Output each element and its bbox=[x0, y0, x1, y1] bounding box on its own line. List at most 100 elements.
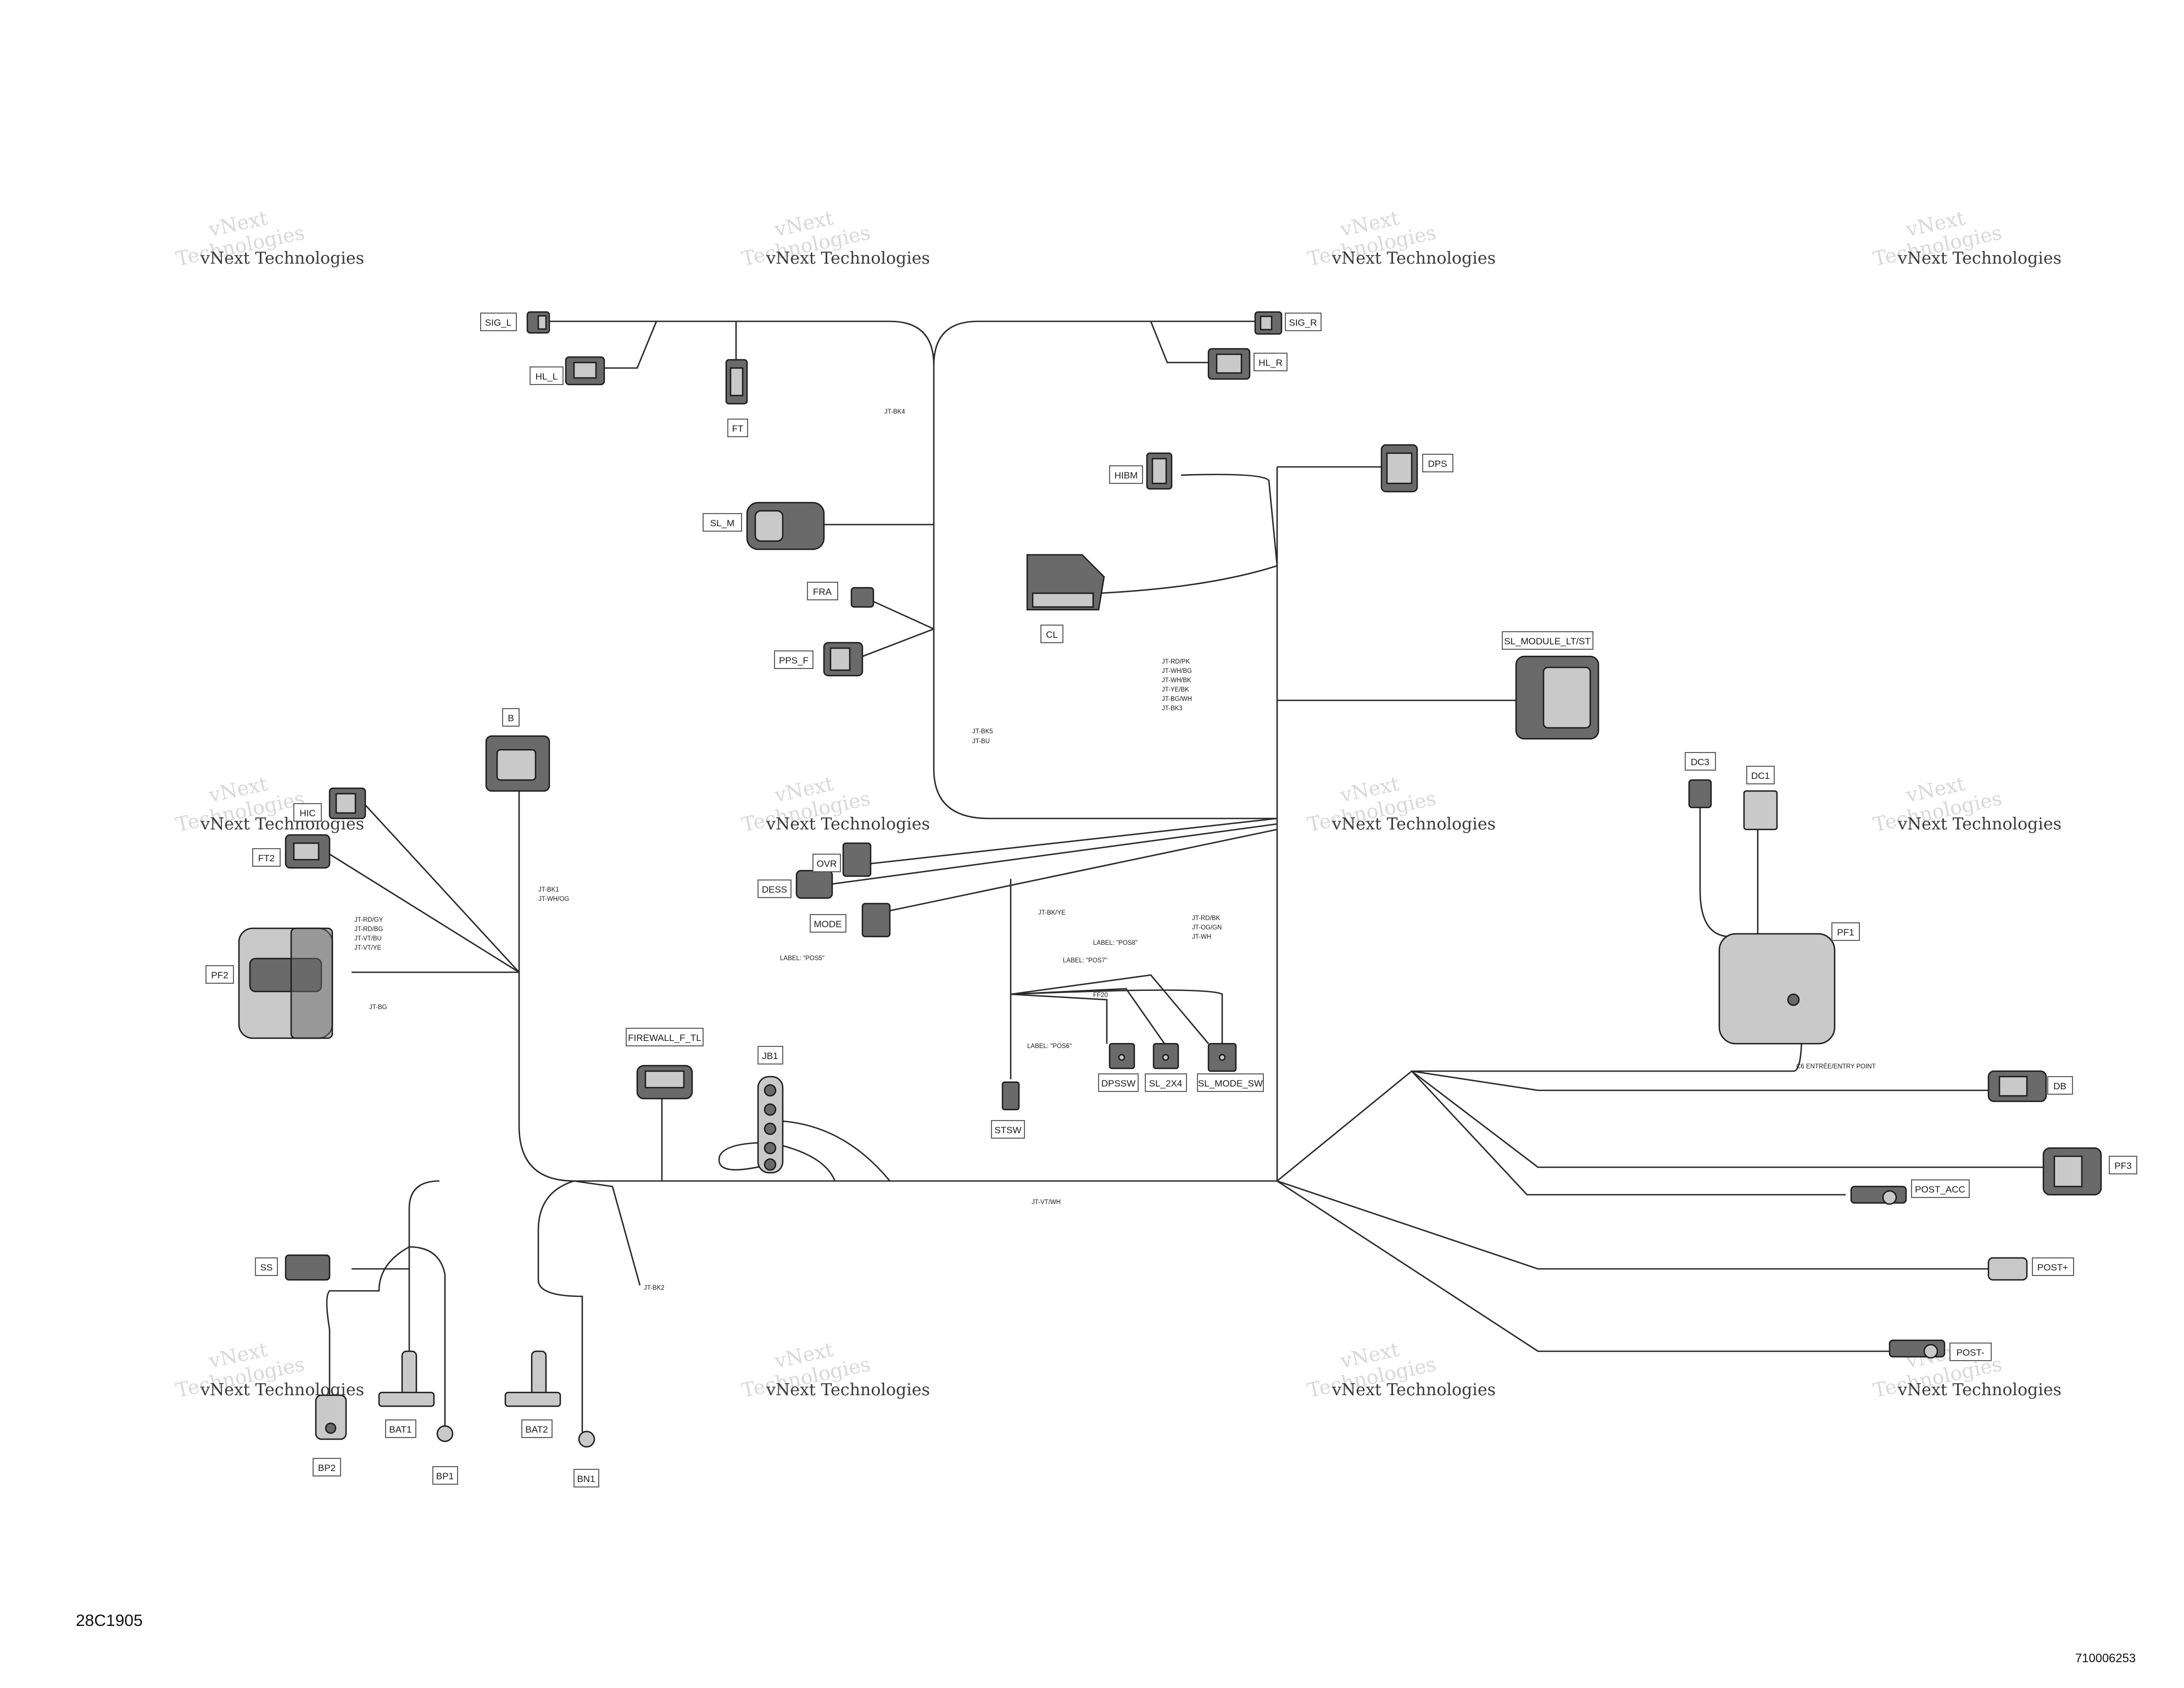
watermark-text: vNext Technologies bbox=[1331, 249, 1496, 268]
bp1-terminal-icon bbox=[436, 1425, 454, 1442]
label-mode: MODE bbox=[810, 914, 846, 933]
watermark-text: vNext Technologies bbox=[766, 249, 930, 268]
label-ovr: OVR bbox=[812, 854, 841, 872]
ovr-connector-icon bbox=[842, 842, 872, 877]
watermark-text: vNext Technologies bbox=[1331, 1380, 1496, 1400]
ss-connector-icon bbox=[285, 1254, 331, 1281]
note-jt-bk2: JT-BK2 bbox=[644, 1285, 665, 1291]
pf1-connector-icon bbox=[1718, 933, 1836, 1045]
label-dpssw: DPSSW bbox=[1098, 1073, 1139, 1092]
svg-text:SL_2X4: SL_2X4 bbox=[1149, 1078, 1183, 1089]
note-label-pos7: LABEL: "POS7" bbox=[1063, 957, 1107, 964]
svg-text:MODE: MODE bbox=[814, 919, 842, 929]
label-hl-r: HL_R bbox=[1253, 353, 1288, 371]
firewall-connector-icon bbox=[636, 1065, 693, 1100]
note-jt-rd-pk: JT-RD/PK bbox=[1162, 659, 1190, 665]
svg-text:DPS: DPS bbox=[1428, 459, 1447, 469]
label-db: DB bbox=[2047, 1076, 2073, 1095]
note-jt-wh-bk: JT-WH/BK bbox=[1162, 677, 1191, 684]
svg-text:SIG_R: SIG_R bbox=[1289, 317, 1317, 328]
svg-text:BP2: BP2 bbox=[318, 1463, 336, 1473]
note-c6-entry-point: C6 ENTRÉE/ENTRY POINT bbox=[1796, 1063, 1876, 1070]
label-sig-r: SIG_R bbox=[1285, 313, 1322, 331]
label-ft2: FT2 bbox=[252, 848, 281, 867]
svg-text:POST-: POST- bbox=[1956, 1347, 1984, 1358]
label-bat2: BAT2 bbox=[521, 1419, 553, 1438]
label-firewall: FIREWALL_F_TL bbox=[626, 1028, 704, 1046]
svg-text:BAT2: BAT2 bbox=[525, 1424, 548, 1435]
note-jt-bk4: JT-BK4 bbox=[884, 409, 905, 415]
svg-text:POST_ACC: POST_ACC bbox=[1915, 1184, 1965, 1195]
label-post-minus: POST- bbox=[1949, 1342, 1992, 1361]
sig-r-connector-icon bbox=[1254, 311, 1283, 335]
label-jb1: JB1 bbox=[757, 1046, 783, 1065]
hic-connector-icon bbox=[328, 787, 366, 820]
svg-text:HIBM: HIBM bbox=[1115, 470, 1138, 481]
ft-connector-icon bbox=[725, 359, 748, 405]
svg-text:HL_L: HL_L bbox=[536, 371, 558, 382]
db-connector-icon bbox=[1987, 1070, 2047, 1102]
label-hl-l: HL_L bbox=[530, 366, 564, 385]
svg-text:HL_R: HL_R bbox=[1258, 358, 1282, 368]
svg-text:B: B bbox=[508, 713, 514, 723]
note-jt-bk-ye: JT-BK/YE bbox=[1038, 910, 1066, 916]
cl-connector-icon bbox=[1026, 554, 1105, 611]
svg-text:DPSSW: DPSSW bbox=[1101, 1078, 1135, 1089]
label-pf3: PF3 bbox=[2109, 1156, 2137, 1174]
label-cl: CL bbox=[1040, 625, 1063, 643]
svg-text:JB1: JB1 bbox=[762, 1051, 778, 1061]
svg-text:SL_M: SL_M bbox=[710, 518, 734, 528]
svg-text:HIC: HIC bbox=[299, 808, 315, 818]
fra-connector-icon bbox=[850, 587, 874, 608]
label-ss: SS bbox=[255, 1257, 278, 1276]
svg-text:PPS_F: PPS_F bbox=[779, 655, 809, 666]
post-acc-terminal-icon bbox=[1850, 1185, 1907, 1205]
svg-text:DESS: DESS bbox=[762, 884, 787, 895]
label-sl-m: SL_M bbox=[703, 513, 742, 532]
post-plus-terminal-icon bbox=[1987, 1257, 2028, 1281]
label-sl-2x4: SL_2X4 bbox=[1145, 1073, 1187, 1092]
bat2-terminal-icon bbox=[504, 1350, 561, 1407]
note-label-pos8: LABEL: "POS8" bbox=[1093, 940, 1138, 946]
watermark-text: vNext Technologies bbox=[200, 249, 364, 268]
svg-text:DC1: DC1 bbox=[1751, 771, 1770, 781]
svg-text:FIREWALL_F_TL: FIREWALL_F_TL bbox=[628, 1033, 701, 1043]
watermark-text: vNext Technologies bbox=[766, 815, 930, 834]
label-dc1: DC1 bbox=[1746, 766, 1775, 784]
note-jt-bk1: JT-BK1 bbox=[538, 887, 559, 893]
part-number: 710006253 bbox=[2075, 1651, 2136, 1665]
pf3-connector-icon bbox=[2042, 1147, 2102, 1196]
note-jt-bg: JT-BG bbox=[369, 1004, 387, 1011]
svg-text:STSW: STSW bbox=[994, 1125, 1021, 1135]
svg-text:OVR: OVR bbox=[817, 859, 837, 869]
jb1-junction-block-icon bbox=[757, 1076, 784, 1174]
label-bp1: BP1 bbox=[432, 1466, 458, 1485]
svg-text:DC3: DC3 bbox=[1691, 757, 1709, 767]
sig-l-connector-icon bbox=[526, 311, 550, 334]
sl-mode-sw-switch-icon bbox=[1207, 1043, 1237, 1072]
hl-l-connector-icon bbox=[565, 356, 605, 386]
svg-text:SIG_L: SIG_L bbox=[485, 317, 511, 328]
sl-module-connector-icon bbox=[1515, 655, 1600, 740]
label-pps-f: PPS_F bbox=[774, 650, 814, 669]
watermark-text: vNext Technologies bbox=[1897, 249, 2062, 268]
label-pf1: PF1 bbox=[1831, 922, 1860, 941]
watermark-text: vNext Technologies bbox=[1897, 815, 2062, 834]
hibm-connector-icon bbox=[1146, 452, 1173, 490]
stsw-connector-icon bbox=[1001, 1081, 1020, 1111]
sl-m-connector-icon bbox=[746, 502, 825, 550]
svg-text:SS: SS bbox=[260, 1262, 273, 1273]
label-dps: DPS bbox=[1422, 454, 1453, 472]
label-sig-l: SIG_L bbox=[480, 313, 517, 331]
note-jt-rd-bk: JT-RD/BK bbox=[1192, 915, 1220, 922]
note-jt-rd-bg: JT-RD/BG bbox=[354, 926, 383, 933]
watermark-text: vNext Technologies bbox=[1331, 815, 1496, 834]
dc1-connector-icon bbox=[1743, 790, 1778, 831]
label-hic: HIC bbox=[293, 803, 322, 822]
svg-text:SL_MODE_SW: SL_MODE_SW bbox=[1198, 1078, 1263, 1089]
watermark: vNext Technologies bbox=[1306, 207, 1439, 271]
note-jt-ye-bk: JT-YE/BK bbox=[1162, 687, 1189, 693]
svg-text:SL_MODULE_LT/ST: SL_MODULE_LT/ST bbox=[1504, 636, 1590, 647]
note-jt-og-gn: JT-OG/GN bbox=[1192, 924, 1222, 931]
